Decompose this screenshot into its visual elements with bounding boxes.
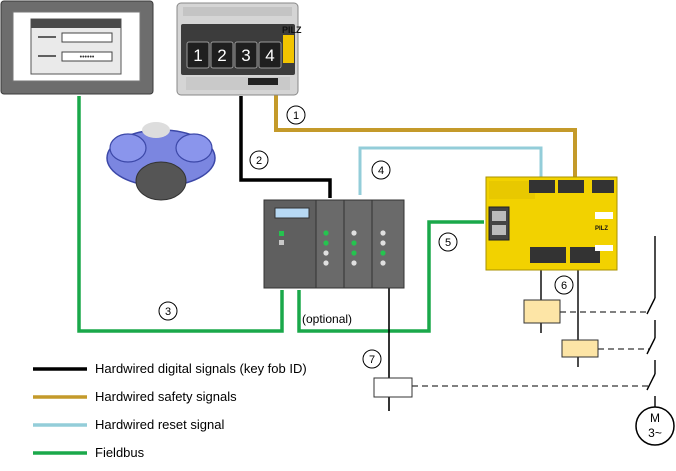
callout-7: 7 [362, 349, 382, 369]
operator-figure [106, 122, 216, 201]
svg-text:5: 5 [445, 237, 451, 249]
safety-controller [485, 176, 618, 271]
power-line [646, 236, 656, 408]
digital-signal-line [239, 96, 332, 198]
svg-text:1: 1 [293, 110, 299, 122]
remote-io-module [263, 199, 405, 289]
relay-6b [561, 339, 599, 358]
keypad-key-label: 1 [193, 46, 202, 65]
controller-brand-logo: PILZ [595, 226, 608, 232]
keypad-brand-logo: PILZ [282, 25, 302, 35]
callout-4: 4 [371, 160, 391, 180]
svg-text:6: 6 [561, 280, 567, 292]
legend-label-reset: Hardwired reset signal [95, 417, 224, 432]
reset-signal-line [358, 146, 543, 195]
svg-text:2: 2 [256, 155, 262, 167]
callout-5: 5 [438, 232, 458, 252]
motor-label: M [650, 411, 660, 425]
contactor-7 [373, 377, 413, 398]
fieldbus-line-controller [297, 220, 484, 333]
keypad-key-3 [234, 41, 258, 69]
keypad-key-label: 3 [241, 46, 250, 65]
keypad-key-label: 2 [217, 46, 226, 65]
svg-text:3: 3 [165, 306, 171, 318]
callout-3: 3 [158, 301, 178, 321]
svg-text:4: 4 [378, 165, 384, 177]
callout-6: 6 [554, 275, 574, 295]
keypad-key-2 [210, 41, 234, 69]
legend-label-digital: Hardwired digital signals (key fob ID) [95, 361, 307, 376]
optional-label: (optional) [302, 312, 352, 326]
keypad-key-4 [258, 41, 282, 69]
legend-label-safety: Hardwired safety signals [95, 389, 237, 404]
safety-signal-line [274, 94, 577, 182]
callout-1: 1 [286, 105, 306, 125]
hmi-panel: •••••• [0, 0, 154, 95]
svg-text:7: 7 [369, 354, 375, 366]
relay-6a [523, 299, 561, 324]
svg-text:••••••: •••••• [80, 54, 95, 61]
keypad-key-1 [186, 41, 210, 69]
keypad-key-label: 4 [265, 46, 274, 65]
legend-label-fieldbus: Fieldbus [95, 445, 145, 460]
callout-2: 2 [249, 150, 269, 170]
keypad-accent [283, 35, 294, 63]
fieldbus-line-hmi [77, 96, 284, 333]
motor-symbol [635, 406, 675, 446]
motor-sub-label: 3~ [648, 426, 662, 440]
legend: Hardwired digital signals (key fob ID) H… [33, 361, 307, 460]
